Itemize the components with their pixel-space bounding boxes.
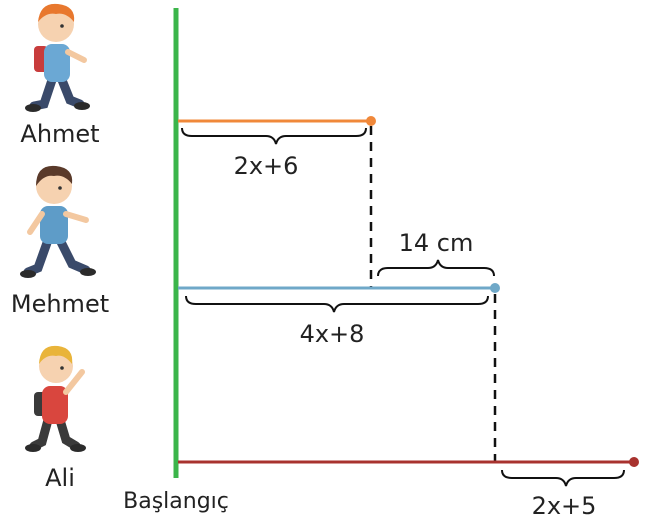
ahmet-illustration <box>25 3 90 112</box>
ali-illustration <box>25 345 86 452</box>
ali-extra-brace <box>501 469 625 487</box>
ali-label: Ali <box>45 464 75 492</box>
mehmet-label: Mehmet <box>11 290 109 318</box>
gap-brace <box>377 259 495 277</box>
ali-extra-measure: 2x+5 <box>532 492 597 520</box>
ali-endpoint <box>629 457 639 467</box>
mehmet-brace <box>185 295 489 313</box>
ahmet-measure: 2x+6 <box>234 152 299 180</box>
mehmet-endpoint <box>490 283 500 293</box>
gap-measure: 14 cm <box>399 229 474 257</box>
ahmet-label: Ahmet <box>20 120 99 148</box>
mehmet-illustration <box>20 165 96 278</box>
ahmet-endpoint <box>366 116 376 126</box>
ahmet-brace <box>181 127 367 145</box>
mehmet-measure: 4x+8 <box>300 320 365 348</box>
start-label: Başlangıç <box>123 489 229 514</box>
